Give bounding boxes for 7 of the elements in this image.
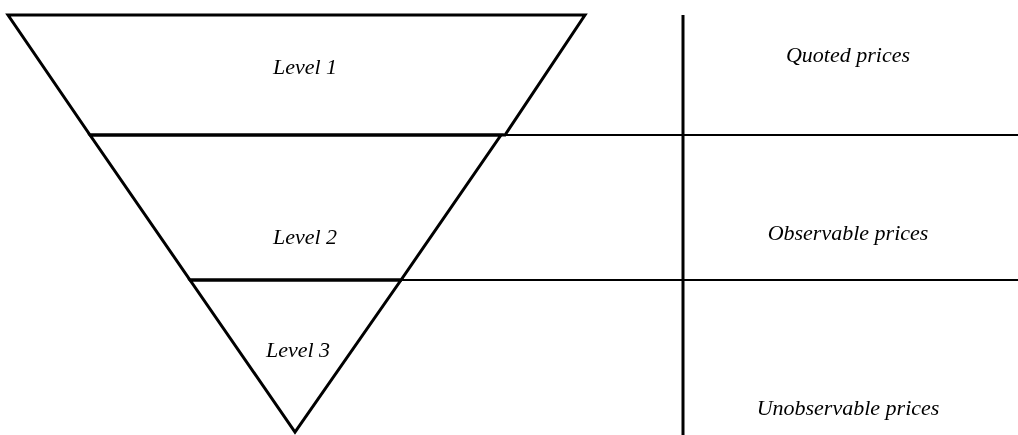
price-type-label: Unobservable prices <box>756 395 940 421</box>
pyramid-level <box>8 15 585 135</box>
price-type-label: Quoted prices <box>786 42 910 68</box>
price-type-label: Observable prices <box>767 220 929 246</box>
level-label: Level 1 <box>272 54 338 80</box>
level-label: Level 3 <box>265 337 331 363</box>
level-label: Level 2 <box>272 224 338 250</box>
